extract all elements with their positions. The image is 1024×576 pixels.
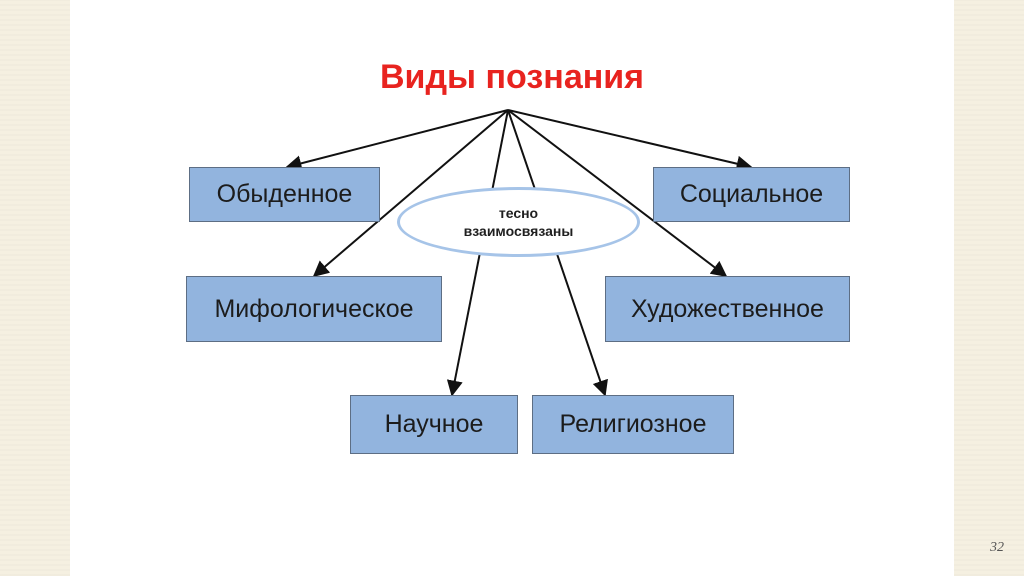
page-number: 32 <box>990 540 1004 555</box>
center-note-line-2: взаимосвязаны <box>463 223 574 239</box>
left-background-strip <box>0 0 70 576</box>
node-nauchnoe: Научное <box>350 395 518 454</box>
node-religioznoe: Религиозное <box>532 395 734 454</box>
center-note-line-1: тесно <box>498 205 539 221</box>
arrow-to-obydennoe <box>285 109 509 172</box>
node-obydennoe: Обыденное <box>189 167 380 222</box>
right-background-strip <box>954 0 1024 576</box>
arrow-to-hudozhestvennoe <box>507 109 728 277</box>
slide-title: Виды познания <box>380 58 644 96</box>
arrow-to-socialnoe <box>507 109 753 172</box>
node-socialnoe: Социальное <box>653 167 850 222</box>
node-hudozhestvennoe: Художественное <box>605 276 850 342</box>
node-mifologicheskoe: Мифологическое <box>186 276 442 342</box>
center-note-oval: тесно взаимосвязаны <box>397 187 640 257</box>
arrow-to-mifologicheskoe <box>312 109 509 278</box>
